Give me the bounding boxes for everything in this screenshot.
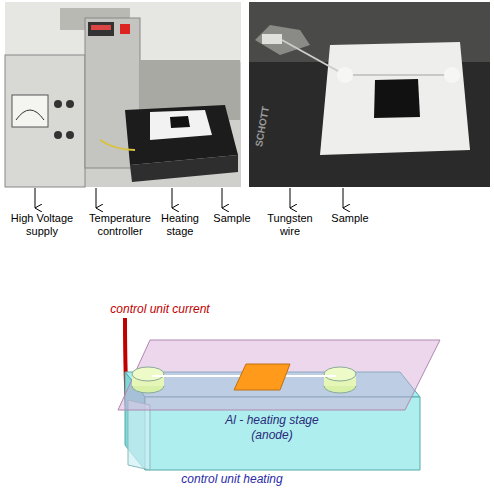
lab-photo bbox=[5, 2, 241, 187]
part-label: Heating stage bbox=[156, 212, 204, 238]
part-label: Temperature controller bbox=[86, 212, 154, 238]
part-label: Sample bbox=[328, 212, 372, 225]
part-label: control unit heating bbox=[162, 472, 302, 487]
part-label: Sample bbox=[210, 212, 254, 225]
stage-label-box: Al - heating stage (anode) bbox=[209, 413, 335, 443]
heating-stage-schematic bbox=[118, 318, 440, 470]
stage-text: Al - heating stage (anode) bbox=[209, 413, 335, 443]
part-label: Tungsten wire bbox=[262, 212, 318, 238]
sample-photo bbox=[249, 2, 490, 187]
part-label: High Voltage supply bbox=[5, 212, 79, 238]
part-label: control unit current bbox=[90, 302, 230, 317]
pointer-arrows bbox=[35, 188, 343, 208]
